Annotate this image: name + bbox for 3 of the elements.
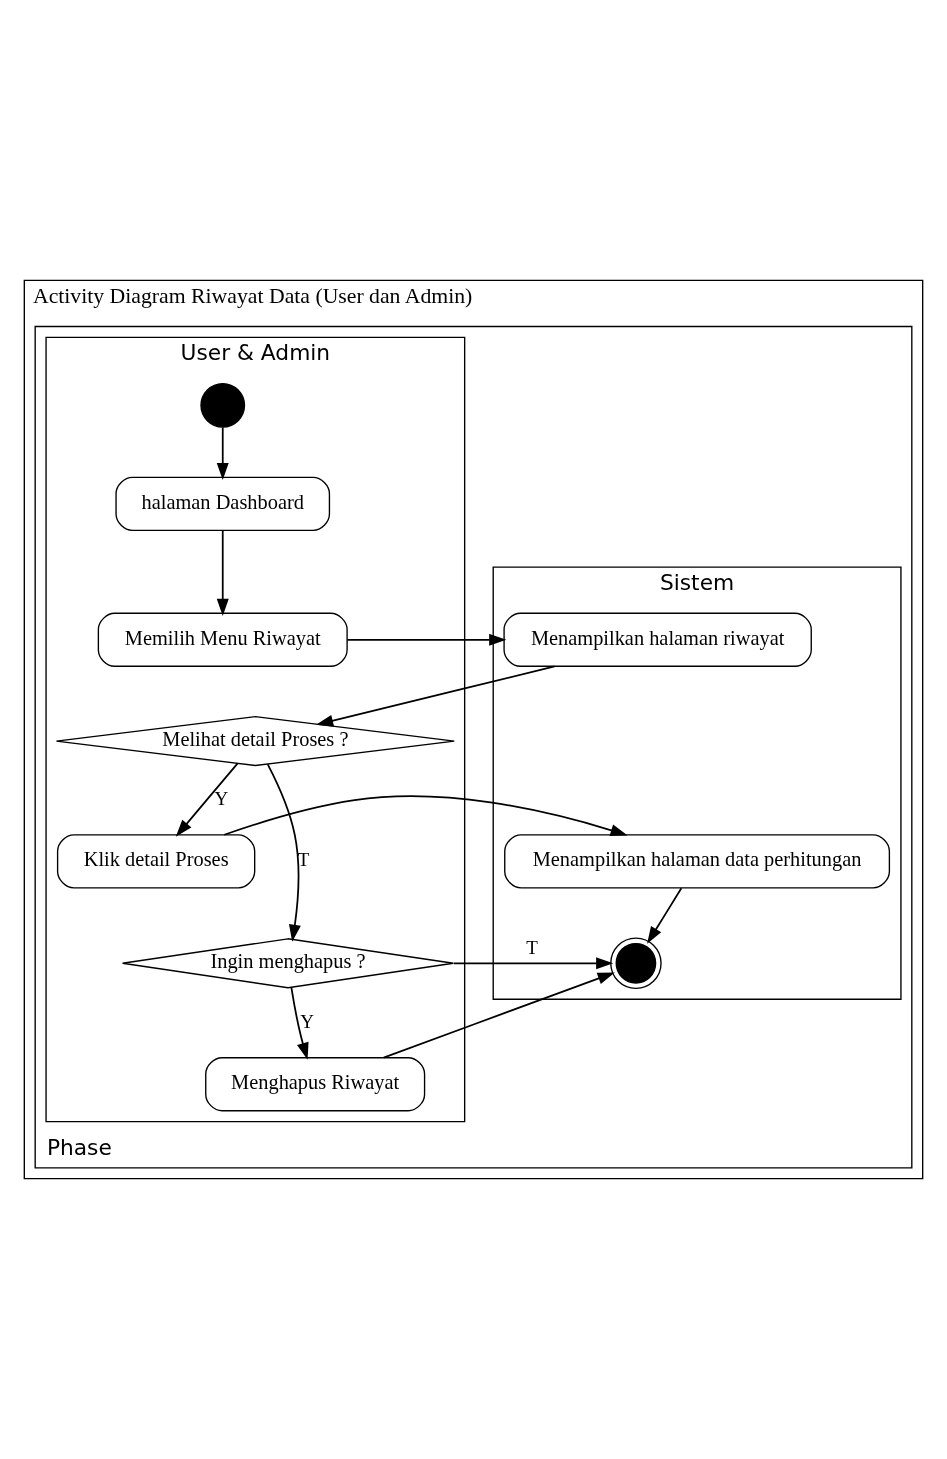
edge-label: T [526,937,538,959]
edge-label: Y [214,788,229,810]
edge-label: Y [300,1011,314,1033]
